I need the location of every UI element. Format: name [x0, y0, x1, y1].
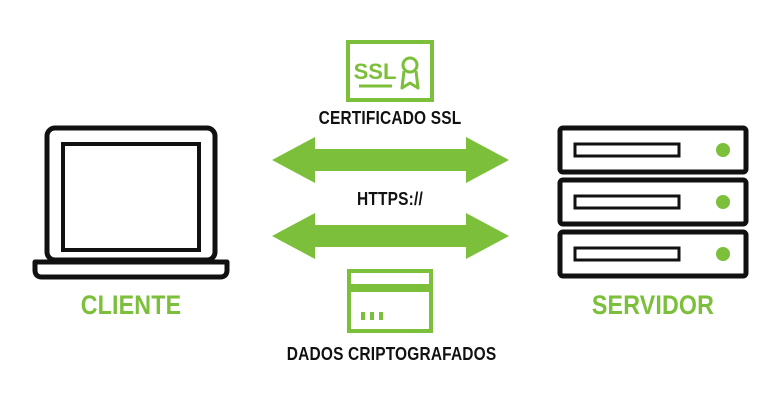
- encrypted-data-label: DADOS CRIPTOGRAFADOS: [286, 344, 497, 364]
- credit-card-icon: [347, 269, 433, 333]
- double-arrow-lower-icon: [272, 213, 509, 259]
- certificate-label: CERTIFICADO SSL: [318, 108, 462, 128]
- server-label: SERVIDOR: [591, 290, 715, 320]
- double-arrow-upper-icon: [272, 137, 509, 183]
- server-unit-2: [557, 177, 749, 227]
- ssl-certificate-icon: SSL: [346, 40, 434, 102]
- client-label: CLIENTE: [80, 290, 182, 320]
- protocol-label: HTTPS://: [357, 189, 423, 209]
- server-unit-1: [557, 125, 749, 175]
- ssl-badge-text: SSL: [354, 59, 397, 84]
- server-rack-icon: [557, 125, 749, 279]
- server-unit-3: [557, 229, 749, 279]
- laptop-icon: [32, 125, 230, 280]
